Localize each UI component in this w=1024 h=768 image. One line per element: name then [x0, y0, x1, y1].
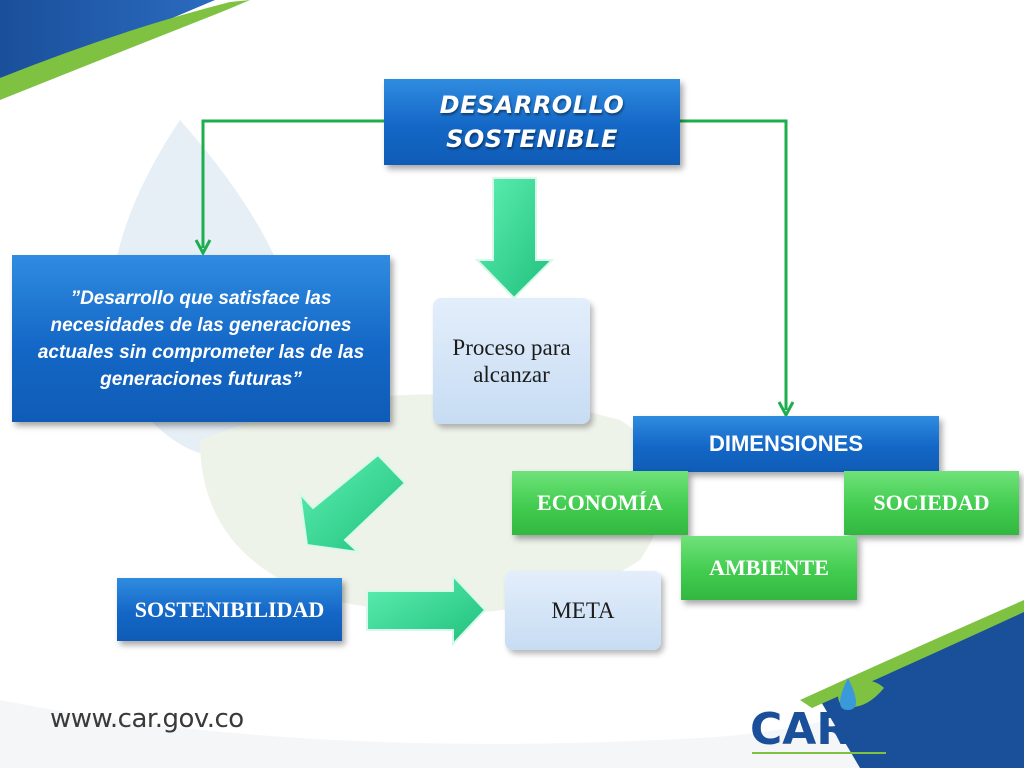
title-text: DESARROLLO SOSTENIBLE — [439, 91, 625, 153]
dimensions-box: DIMENSIONES — [633, 416, 939, 472]
arrowhead-definition — [194, 239, 212, 257]
car-logo: CAR — [744, 676, 904, 762]
definition-text: ”Desarrollo que satisface las necesidade… — [37, 287, 365, 390]
sustainability-box: SOSTENIBILIDAD — [117, 578, 342, 641]
footer-url: www.car.gov.co — [50, 704, 244, 734]
dimension-economia: ECONOMÍA — [512, 471, 688, 535]
process-text: Proceso para alcanzar — [452, 335, 571, 387]
connector-title-to-definition — [201, 119, 384, 248]
sustainability-text: SOSTENIBILIDAD — [134, 596, 325, 622]
dimensions-heading: DIMENSIONES — [708, 431, 864, 456]
dimension-sociedad: SOCIEDAD — [844, 471, 1019, 535]
goal-text: META — [551, 598, 615, 623]
dimension-ambiente-label: AMBIENTE — [709, 555, 829, 580]
dimension-ambiente: AMBIENTE — [681, 536, 857, 600]
right-arrow — [366, 573, 487, 647]
car-logo-graphic: CAR — [750, 678, 886, 755]
dimension-economia-label: ECONOMÍA — [537, 490, 663, 515]
car-logo-text: CAR — [750, 704, 850, 755]
definition-box: ”Desarrollo que satisface las necesidade… — [12, 255, 390, 422]
title-box: DESARROLLO SOSTENIBLE — [384, 79, 680, 165]
diagonal-arrow — [298, 453, 407, 554]
dimension-sociedad-label: SOCIEDAD — [873, 490, 990, 515]
down-arrow — [474, 177, 555, 300]
arrowhead-dimensions — [777, 401, 795, 419]
process-box: Proceso para alcanzar — [433, 298, 590, 424]
connector-title-to-dimensions — [680, 119, 788, 410]
goal-box: META — [505, 571, 661, 650]
